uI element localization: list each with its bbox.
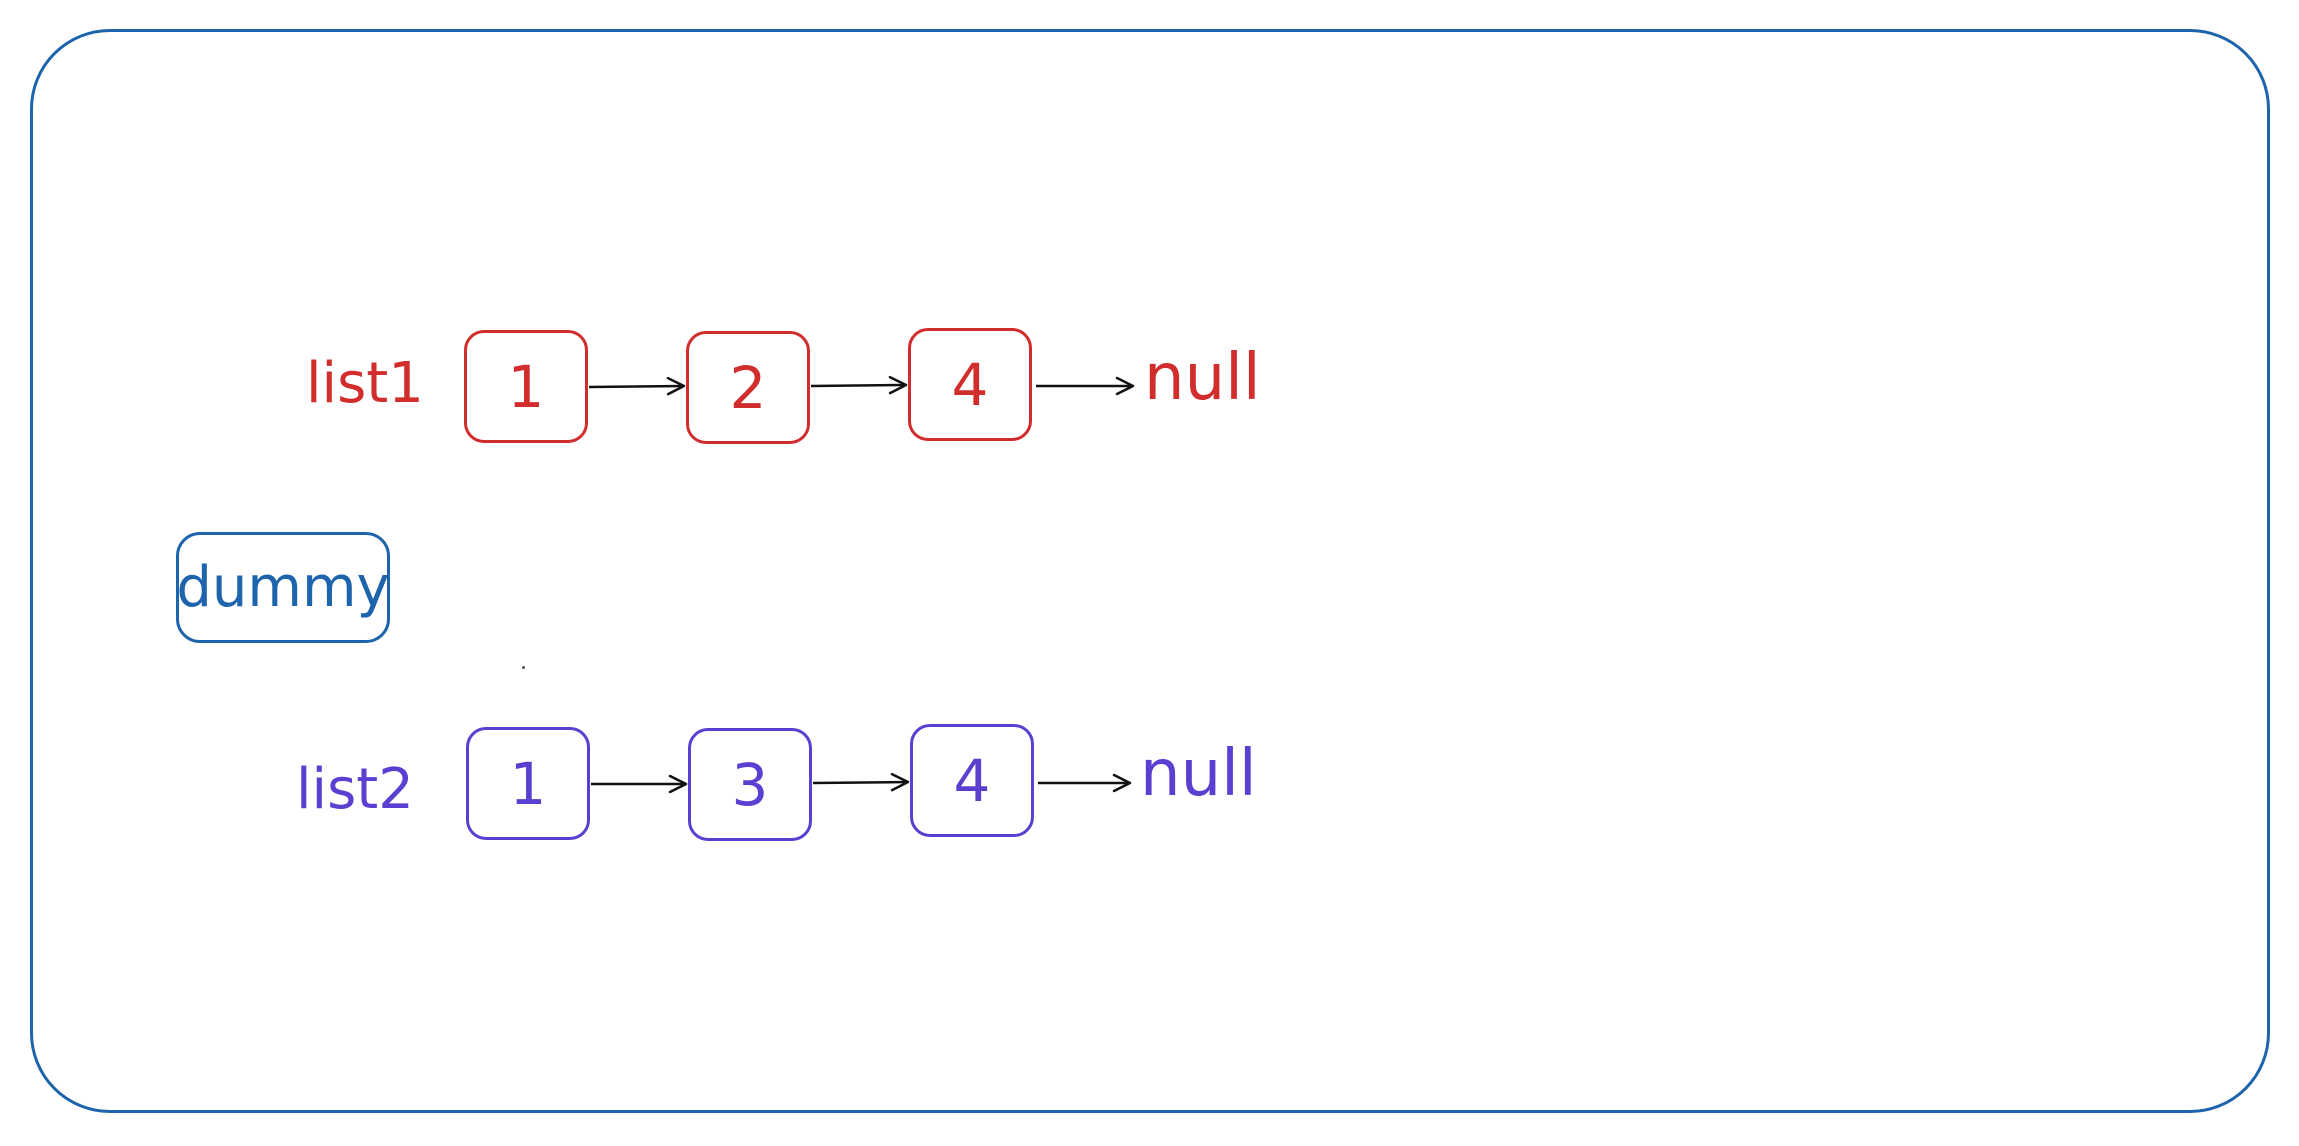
list1-node-1: 1 [464,330,588,443]
list1-node-3: 4 [908,328,1032,441]
list1-null-label: null [1144,341,1261,415]
list1-node-2: 2 [686,331,810,444]
list2-label: list2 [296,757,414,822]
list2-node-1: 1 [466,727,590,840]
list2-node-3: 4 [910,724,1034,837]
diagram-frame [30,29,2270,1113]
stray-dot [522,666,525,669]
list1-label: list1 [306,351,424,416]
dummy-node: dummy [176,532,390,643]
list2-node-2: 3 [688,728,812,841]
list2-null-label: null [1140,737,1257,811]
